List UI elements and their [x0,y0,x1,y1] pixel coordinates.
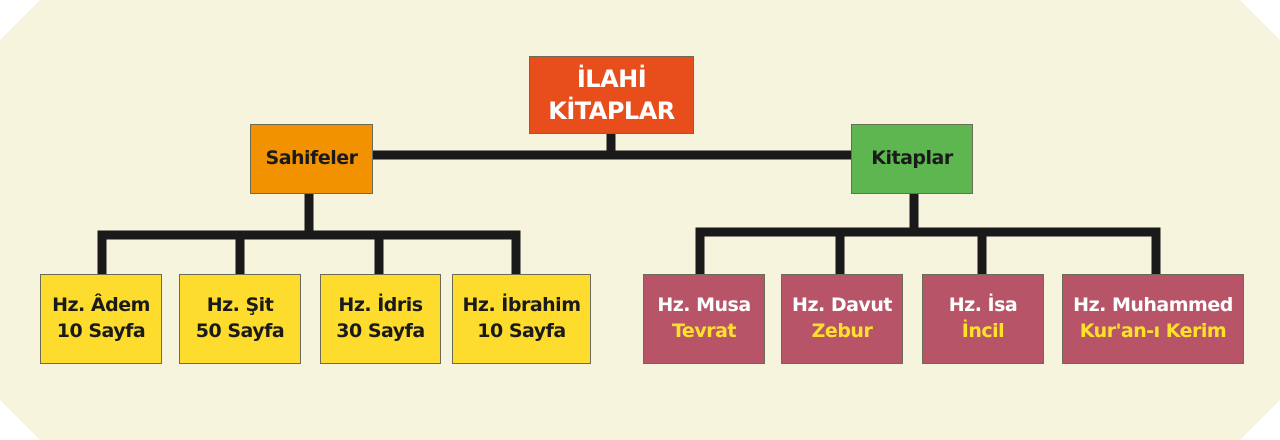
page-count: 10 Sayfa [477,320,566,342]
prophet-name: Hz. Musa [657,294,751,317]
root-title-line1: İLAHİ [576,64,647,93]
prophet-name: Hz. Âdem [52,294,150,317]
sahife-item: Hz. İbrahim 10 Sayfa [452,274,591,364]
sahifeler-node: Sahifeler [250,124,373,194]
prophet-name: Hz. İdris [338,294,423,317]
prophet-name: Hz. İsa [948,294,1018,317]
prophet-name: Hz. Muhammed [1073,294,1233,317]
kitap-item: Hz. İsa İncil [922,274,1044,364]
page-count: 10 Sayfa [56,320,146,342]
root-node: İLAHİ KİTAPLAR [529,56,694,134]
kitap-item: Hz. Davut Zebur [781,274,903,364]
prophet-name: Hz. Davut [792,294,892,317]
sahife-item: Hz. Şit 50 Sayfa [179,274,301,364]
book-name: Kur'an-ı Kerim [1079,320,1227,342]
book-name: İncil [961,320,1005,342]
kitap-item: Hz. Muhammed Kur'an-ı Kerim [1062,274,1244,364]
sahifeler-label: Sahifeler [265,147,358,170]
sahife-item: Hz. İdris 30 Sayfa [320,274,441,364]
kitap-item: Hz. Musa Tevrat [643,274,765,364]
sahife-item: Hz. Âdem 10 Sayfa [40,274,162,364]
book-name: Tevrat [672,320,736,342]
prophet-name: Hz. Şit [206,294,274,317]
prophet-name: Hz. İbrahim [462,294,582,317]
kitaplar-label: Kitaplar [871,147,953,170]
book-name: Zebur [811,320,873,342]
page-count: 50 Sayfa [195,320,285,342]
root-title-line2: KİTAPLAR [548,97,675,125]
kitaplar-node: Kitaplar [851,124,973,194]
page-count: 30 Sayfa [336,320,425,342]
